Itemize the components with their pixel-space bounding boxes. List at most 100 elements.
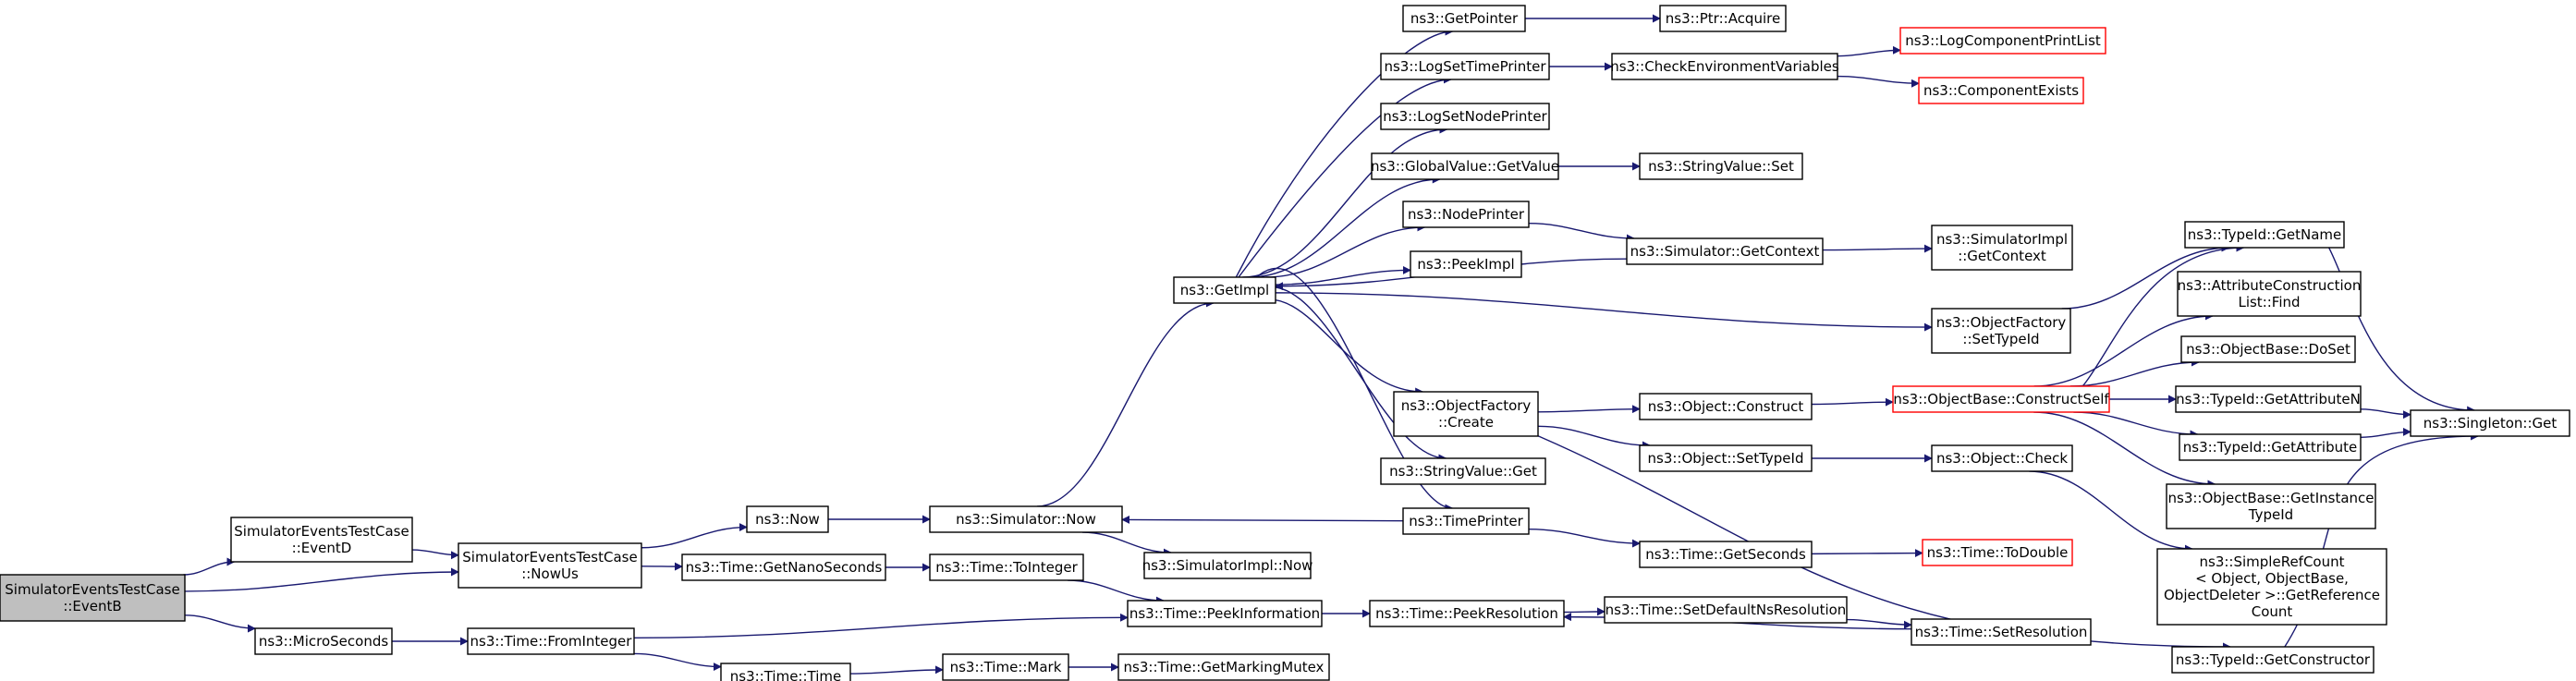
node-label-objectcheck: ns3::Object::Check (1936, 450, 2068, 467)
call-edge-objectconstruct-to-constructself (1811, 397, 1894, 407)
node-label-getmarkingmutex: ns3::Time::GetMarkingMutex (1124, 659, 1325, 675)
node-getmarkingmutex[interactable]: ns3::Time::GetMarkingMutex (1117, 653, 1330, 681)
node-label-stringvalueget: ns3::StringValue::Get (1389, 463, 1537, 480)
node-label-now: ns3::Now (755, 511, 820, 528)
call-edge-simgetcontext-to-simimplgetcontext (1822, 244, 1933, 253)
node-tointeger[interactable]: ns3::Time::ToInteger (929, 553, 1084, 581)
node-peekresolution[interactable]: ns3::Time::PeekResolution (1369, 600, 1565, 627)
node-simplerefcount[interactable]: ns3::SimpleRefCount< Object, ObjectBase,… (2156, 548, 2387, 626)
node-box-objfactorysettypeid (1931, 308, 2071, 354)
node-label-globalvaluegetvalue: ns3::GlobalValue::GetValue (1371, 158, 1559, 175)
node-label-eventb: SimulatorEventsTestCase (5, 581, 179, 598)
node-box-typeidgetname (2184, 221, 2345, 249)
node-box-componentexists (1918, 77, 2084, 104)
node-objectfactorycreate[interactable]: ns3::ObjectFactory::Create (1393, 391, 1539, 437)
node-stringvalueset[interactable]: ns3::StringValue::Set (1639, 152, 1803, 180)
call-edge-objectcheck-to-simplerefcount (2029, 470, 2193, 553)
node-box-attrconstructfind (2177, 271, 2362, 317)
node-logcompprintlist[interactable]: ns3::LogComponentPrintList (1899, 27, 2106, 55)
call-edge-setdefaultnsres-to-timesetresolution (1846, 618, 1912, 629)
node-label-constructself: ns3::ObjectBase::ConstructSelf (1893, 391, 2109, 407)
node-timesetresolution[interactable]: ns3::Time::SetResolution (1911, 618, 2092, 646)
node-label-getimpl: ns3::GetImpl (1180, 282, 1269, 298)
node-label-attrconstructfind: ns3::AttributeConstruction (2178, 277, 2362, 294)
node-timegetseconds[interactable]: ns3::Time::GetSeconds (1639, 541, 1813, 568)
node-nowus[interactable]: SimulatorEventsTestCase::NowUs (458, 542, 642, 589)
call-edge-timefrominteger-to-timetime (633, 652, 722, 672)
node-label-eventb: ::EventB (63, 598, 121, 614)
node-box-getnanoseconds (681, 553, 886, 581)
node-objectsettypeid[interactable]: ns3::Object::SetTypeId (1639, 444, 1813, 472)
node-nodeprinter[interactable]: ns3::NodePrinter (1402, 201, 1530, 228)
node-typeidgetattrn[interactable]: ns3::TypeId::GetAttributeN (2175, 385, 2362, 413)
node-timeprinter[interactable]: ns3::TimePrinter (1402, 507, 1530, 535)
node-timetime[interactable]: ns3::Time::Time (720, 663, 851, 681)
node-label-peekresolution: ns3::Time::PeekResolution (1375, 605, 1558, 622)
node-simimplgetcontext[interactable]: ns3::SimulatorImpl::GetContext (1931, 225, 2073, 271)
node-peekimpl[interactable]: ns3::PeekImpl (1410, 250, 1522, 278)
node-logsetnodeprinter[interactable]: ns3::LogSetNodePrinter (1380, 103, 1550, 130)
node-globalvaluegetvalue[interactable]: ns3::GlobalValue::GetValue (1371, 152, 1559, 180)
call-edge-nowus-to-now (641, 523, 748, 549)
node-box-timemark (942, 653, 1069, 681)
call-edge-getimpl-to-nodeprinter (1265, 223, 1426, 278)
node-label-timetime: ns3::Time::Time (730, 668, 842, 681)
node-label-typeidgetconstructor: ns3::TypeId::GetConstructor (2176, 651, 2371, 668)
node-timemark[interactable]: ns3::Time::Mark (942, 653, 1069, 681)
node-eventb[interactable]: SimulatorEventsTestCase::EventB (0, 574, 186, 622)
node-getimpl[interactable]: ns3::GetImpl (1173, 276, 1276, 304)
node-box-logsettimeprinter (1380, 53, 1550, 80)
node-label-simplerefcount: ObjectDeleter >::GetReference (2164, 587, 2380, 603)
node-box-eventd (230, 517, 413, 563)
node-checkenv[interactable]: ns3::CheckEnvironmentVariables (1610, 53, 1839, 80)
node-timefrominteger[interactable]: ns3::Time::FromInteger (467, 627, 635, 655)
node-box-checkenv (1611, 53, 1838, 80)
node-label-timetodouble: ns3::Time::ToDouble (1927, 544, 2069, 561)
node-componentexists[interactable]: ns3::ComponentExists (1918, 77, 2084, 104)
node-eventd[interactable]: SimulatorEventsTestCase::EventD (230, 517, 413, 563)
node-singletonget[interactable]: ns3::Singleton::Get (2410, 409, 2570, 437)
node-timetodouble[interactable]: ns3::Time::ToDouble (1922, 539, 2073, 566)
node-box-objectcheck (1931, 444, 2073, 472)
call-edge-typeidgetattrn-to-singletonget (2360, 408, 2411, 420)
call-edge-getimpl-to-objectfactorycreate (1249, 298, 1424, 396)
node-objectconstruct[interactable]: ns3::Object::Construct (1639, 393, 1813, 420)
node-constructself[interactable]: ns3::ObjectBase::ConstructSelf (1892, 385, 2110, 413)
node-box-timeprinter (1402, 507, 1530, 535)
node-peekinformation[interactable]: ns3::Time::PeekInformation (1127, 600, 1323, 627)
node-objfactorysettypeid[interactable]: ns3::ObjectFactory::SetTypeId (1931, 308, 2071, 354)
node-stringvalueget[interactable]: ns3::StringValue::Get (1380, 457, 1546, 485)
node-label-tointeger: ns3::Time::ToInteger (935, 559, 1078, 576)
node-microseconds[interactable]: ns3::MicroSeconds (254, 627, 393, 655)
node-setdefaultnsres[interactable]: ns3::Time::SetDefaultNsResolution (1604, 596, 1848, 624)
node-ptracquire[interactable]: ns3::Ptr::Acquire (1659, 5, 1787, 32)
node-label-timemark: ns3::Time::Mark (950, 659, 1062, 675)
node-getpointer[interactable]: ns3::GetPointer (1402, 5, 1526, 32)
node-box-ptracquire (1659, 5, 1787, 32)
node-logsettimeprinter[interactable]: ns3::LogSetTimePrinter (1380, 53, 1550, 80)
node-box-peekinformation (1127, 600, 1323, 627)
node-box-getimpl (1173, 276, 1276, 304)
call-edge-eventb-to-microseconds (184, 614, 256, 633)
node-objectcheck[interactable]: ns3::Object::Check (1931, 444, 2073, 472)
node-typeidgetconstructor[interactable]: ns3::TypeId::GetConstructor (2171, 646, 2375, 674)
node-label-ptracquire: ns3::Ptr::Acquire (1666, 10, 1780, 27)
node-typeidgetname[interactable]: ns3::TypeId::GetName (2184, 221, 2345, 249)
call-edge-getimpl-to-logsettimeprinter (1238, 75, 1452, 278)
node-label-timesetresolution: ns3::Time::SetResolution (1915, 624, 2088, 640)
node-label-stringvalueset: ns3::StringValue::Set (1648, 158, 1794, 175)
call-edge-timeprinter-to-simnow (1121, 515, 1404, 524)
node-objectbasedoset[interactable]: ns3::ObjectBase::DoSet (2180, 335, 2356, 363)
call-edge-getimpl-to-globalvaluegetvalue (1250, 175, 1441, 278)
node-label-objectbasedoset: ns3::ObjectBase::DoSet (2186, 341, 2350, 358)
node-simimplnow[interactable]: ns3::SimulatorImpl::Now (1142, 552, 1313, 579)
node-typeidgetattr[interactable]: ns3::TypeId::GetAttribute (2179, 433, 2362, 461)
node-label-timefrominteger: ns3::Time::FromInteger (470, 633, 633, 650)
node-now[interactable]: ns3::Now (746, 505, 829, 533)
node-simgetcontext[interactable]: ns3::Simulator::GetContext (1626, 237, 1824, 265)
node-simnow[interactable]: ns3::Simulator::Now (929, 505, 1123, 533)
call-edge-simnow-to-getimpl (1037, 298, 1215, 507)
node-getnanoseconds[interactable]: ns3::Time::GetNanoSeconds (681, 553, 886, 581)
